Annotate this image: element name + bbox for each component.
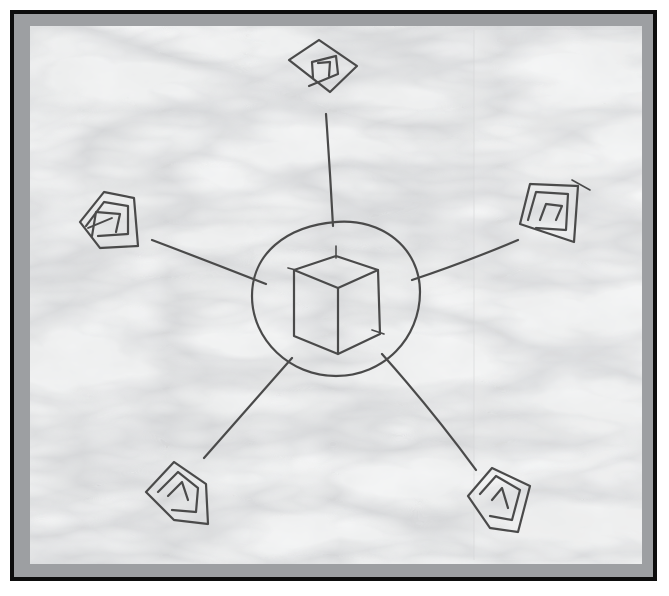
marble-slab (30, 26, 642, 564)
